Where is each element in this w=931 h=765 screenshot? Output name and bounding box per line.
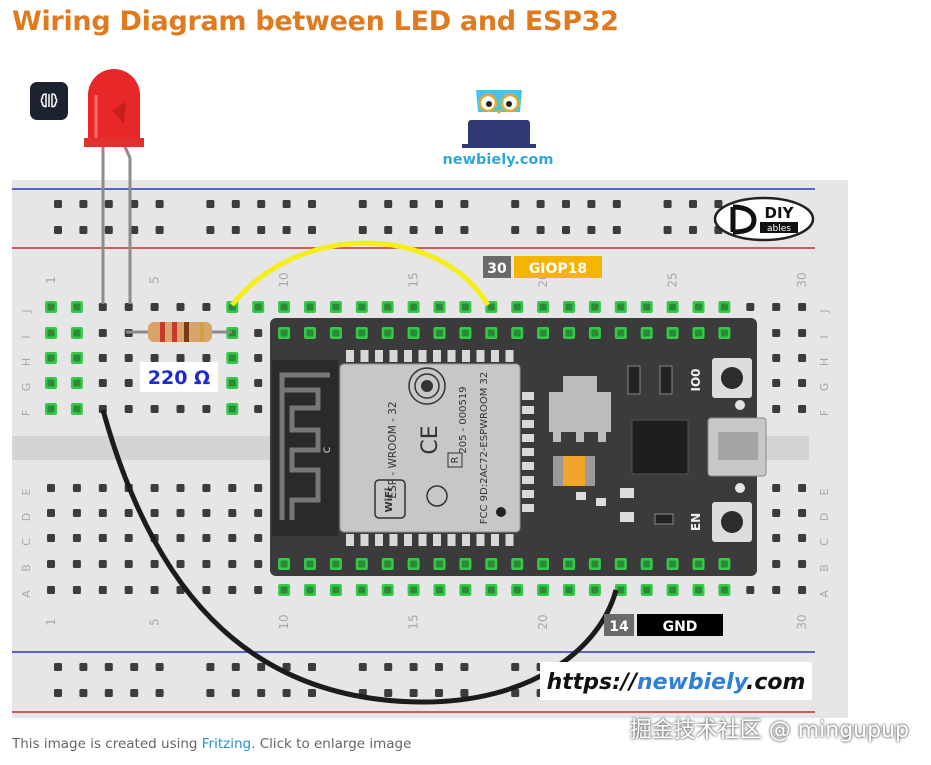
svg-text:J: J	[20, 309, 33, 313]
ai-brain-button[interactable]	[30, 82, 68, 120]
svg-text:B: B	[20, 564, 33, 572]
diy-logo-small: ables	[767, 224, 791, 234]
module-text-1: ESP - WROOM - 32	[387, 401, 399, 498]
highlighted-pins	[45, 301, 731, 596]
gpio-pin-name: GIOP18	[529, 261, 587, 277]
svg-text:15: 15	[407, 614, 421, 629]
svg-text:1: 1	[44, 276, 58, 284]
svg-text:5: 5	[148, 276, 162, 284]
svg-text:I: I	[818, 335, 831, 338]
row-letters: J J I I H H G G F F E E D D C C B B A A	[20, 309, 831, 597]
svg-text:H: H	[818, 358, 831, 366]
svg-text:J: J	[818, 309, 831, 313]
svg-text:H: H	[20, 358, 33, 366]
svg-text:10: 10	[277, 614, 291, 629]
svg-text:A: A	[20, 590, 33, 598]
svg-text:C: C	[818, 538, 831, 546]
c-label: C	[323, 447, 333, 453]
svg-text:5: 5	[148, 618, 162, 626]
svg-text:A: A	[818, 590, 831, 598]
svg-text:25: 25	[666, 272, 680, 287]
svg-text:I: I	[20, 335, 33, 338]
url-text: https://newbiely.com	[547, 670, 806, 695]
wifi-mark: WiFi	[384, 488, 395, 513]
url-banner	[540, 662, 812, 700]
svg-text:B: B	[818, 564, 831, 572]
yellow-wire	[230, 240, 491, 307]
gnd-pin-name: GND	[663, 619, 698, 635]
svg-text:D: D	[20, 513, 33, 521]
watermark: 掘金技术社区 @ mingupup	[629, 718, 909, 743]
diyables-logo: DIY ables	[713, 196, 815, 242]
module-text-3: FCC 9D:2AC72-ESPWROOM 32	[479, 372, 490, 524]
svg-text:G: G	[20, 383, 33, 392]
usb-chip	[631, 419, 689, 475]
svg-text:C: C	[20, 538, 33, 546]
url-brand: newbiely	[637, 670, 750, 695]
red-led	[84, 69, 144, 304]
svg-text:20: 20	[536, 614, 550, 629]
module-text-2: 205 - 000519	[458, 386, 469, 453]
svg-text:15: 15	[407, 272, 421, 287]
caption-prefix: This image is created using	[12, 736, 202, 752]
svg-text:30: 30	[795, 272, 809, 287]
esp32-board: IO0 EN C ESP - WROOM - 32 205 - 000519 F…	[270, 318, 767, 576]
fritzing-link[interactable]: Fritzing	[201, 736, 252, 752]
black-wire	[100, 409, 619, 705]
esp32-module	[339, 363, 521, 533]
svg-text:F: F	[20, 410, 33, 416]
io0-label: IO0	[689, 368, 703, 391]
url-suffix: .com	[746, 670, 805, 695]
url-prefix: https://	[547, 670, 639, 695]
resistor-value-label: 220 Ω	[148, 367, 210, 389]
en-label: EN	[689, 513, 703, 531]
ce-mark: CE	[418, 425, 443, 454]
diy-logo-big: DIY	[765, 204, 795, 222]
svg-text:G: G	[818, 383, 831, 392]
brain-icon	[40, 93, 58, 108]
image-caption: This image is created using Fritzing. Cl…	[12, 736, 411, 752]
svg-text:10: 10	[277, 272, 291, 287]
gpio-pin-number: 30	[487, 261, 507, 277]
svg-text:1: 1	[44, 618, 58, 626]
caption-suffix: . Click to enlarge image	[251, 736, 412, 752]
page-title: Wiring Diagram between LED and ESP32	[12, 6, 619, 37]
newbiely-logo: newbiely.com	[442, 90, 554, 168]
svg-text:30: 30	[795, 614, 809, 629]
svg-text:F: F	[818, 410, 831, 416]
r-mark: R	[450, 456, 461, 463]
gnd-pin-number: 14	[609, 619, 629, 635]
antenna-trace	[279, 372, 330, 520]
svg-text:E: E	[818, 488, 831, 495]
svg-text:E: E	[20, 488, 33, 495]
svg-text:D: D	[818, 513, 831, 521]
newbiely-logo-text: newbiely.com	[442, 152, 553, 168]
resistor	[126, 322, 232, 342]
